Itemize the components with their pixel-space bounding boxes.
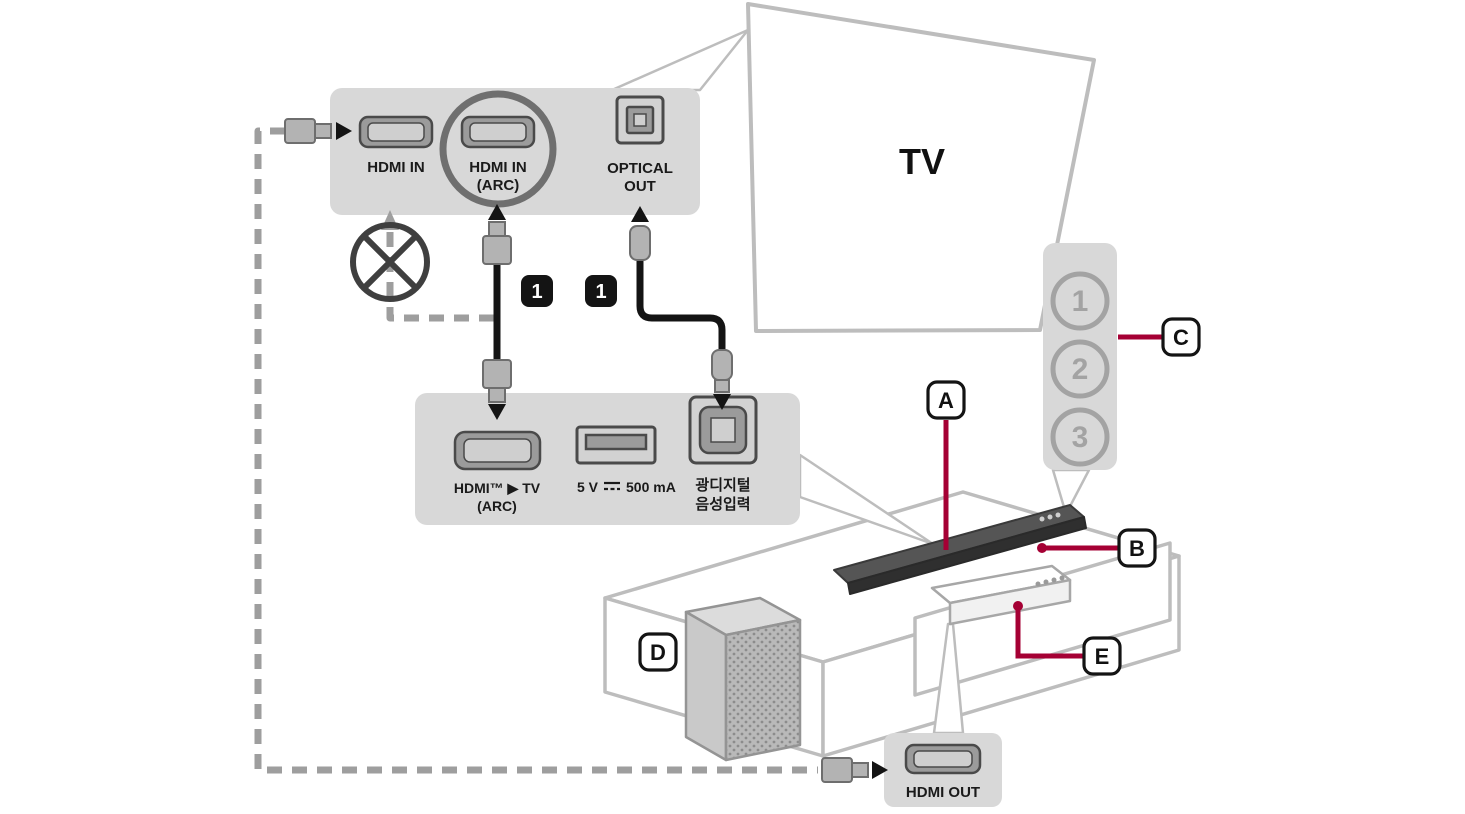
soundbar	[833, 504, 1087, 595]
wrong-branch-path	[386, 228, 494, 322]
step-1-label: 1	[531, 281, 542, 303]
arrow-down-icon	[488, 404, 506, 420]
hdmi-out-panel: HDMI OUT	[884, 733, 1002, 807]
step-1-badge	[585, 275, 617, 307]
soundbar-control	[1039, 516, 1045, 522]
hdmi-out-port-inner	[913, 750, 973, 768]
input-port-2-label: 2	[1072, 353, 1089, 386]
hdmi-in-arc-label-2: (ARC)	[477, 177, 520, 194]
subwoofer-grille	[724, 618, 802, 762]
wrong-connection-dashed	[350, 210, 494, 322]
hdmi-arc-cable: 1	[482, 204, 553, 420]
hdmi-in-arc-label-1: HDMI IN	[469, 159, 527, 176]
arc-highlight-circle	[439, 90, 557, 208]
step-1-label: 1	[595, 281, 606, 303]
soundbar-hdmi-label-1: HDMI™ ▶ TV	[454, 480, 541, 496]
callout-a-label: A	[938, 388, 954, 413]
tv-inputs-panel-bg	[1043, 243, 1117, 470]
optical-cable: 1	[585, 206, 733, 410]
arrow-down-icon	[713, 394, 731, 410]
callout-a	[926, 380, 966, 420]
prohibition-icon	[350, 222, 430, 302]
optical-in-port-inner	[710, 417, 736, 443]
optical-plug-icon	[711, 349, 733, 410]
dashed-cable-path	[254, 127, 818, 774]
media-player-button	[1035, 581, 1041, 587]
soundbar-hdmi-label-2: (ARC)	[477, 498, 517, 514]
arrow-up-icon	[488, 204, 506, 220]
subwoofer	[684, 596, 802, 762]
optical-cable-path	[636, 260, 726, 352]
hdmi-plug-icon	[482, 359, 512, 420]
soundbar-front	[847, 516, 1087, 595]
tv-screen	[746, 2, 1096, 333]
callout-b	[1117, 528, 1157, 568]
hdmi-out-cable-dashed	[254, 118, 888, 783]
media-player-button	[1043, 579, 1049, 585]
callout-e-label: E	[1095, 644, 1110, 669]
hdmi-in-label: HDMI IN	[367, 159, 425, 176]
step-1-badge	[521, 275, 553, 307]
optical-out-port-inner	[633, 113, 647, 127]
callout-c	[1161, 317, 1201, 357]
stand-shelf-niche	[913, 541, 1172, 697]
soundbar-ports-panel: HDMI™ ▶ TV (ARC) 5 V 500 mA 광디지털 음성입력	[415, 393, 800, 525]
usb-power-label-right: 500 mA	[626, 479, 676, 495]
tv-outline: TV	[746, 2, 1096, 333]
hdmi-in-port-inner	[367, 122, 425, 142]
callout-lines	[943, 334, 1162, 659]
tv-inputs-panel: 1 2 3	[1043, 243, 1117, 470]
dc-symbol-icon	[604, 481, 620, 491]
media-player-button	[1059, 575, 1065, 581]
input-port-2-icon	[1050, 339, 1110, 399]
arrow-right-icon	[336, 122, 352, 140]
media-player	[930, 564, 1072, 626]
input-port-1-icon	[1050, 271, 1110, 331]
hdmi-in-arc-port-inner	[469, 122, 527, 142]
optical-out-label-2: OUT	[624, 178, 656, 195]
input-port-3-icon	[1050, 407, 1110, 467]
soundbar-hdmi-port-inner	[463, 438, 532, 463]
hdmi-out-label: HDMI OUT	[906, 784, 980, 801]
callout-badges: A B C D E	[638, 317, 1201, 676]
usb-port-inner	[584, 433, 648, 451]
tv-label: TV	[899, 141, 945, 182]
arrow-right-icon	[872, 761, 888, 779]
tv-panel-pointer	[610, 28, 750, 92]
callout-c-label: C	[1173, 325, 1189, 350]
optical-plug-icon	[629, 206, 651, 261]
soundbar-control	[1047, 514, 1053, 520]
input-port-1-label: 1	[1072, 285, 1089, 318]
tv-ports-panel: HDMI IN HDMI IN (ARC) OPTICAL OUT	[330, 88, 700, 215]
optical-in-label-1: 광디지털	[695, 476, 750, 494]
hdmi-plug-icon	[821, 757, 888, 783]
arrow-up-icon	[631, 206, 649, 222]
subwoofer-left	[684, 610, 728, 762]
callout-e-line	[1015, 606, 1083, 659]
callout-e	[1082, 636, 1122, 676]
callout-d-label: D	[650, 640, 666, 665]
soundbar-control	[1055, 512, 1061, 518]
media-player-button	[1051, 577, 1057, 583]
callout-b-label: B	[1129, 536, 1145, 561]
media-player-front	[948, 578, 1072, 626]
hdmi-plug-icon	[482, 204, 512, 265]
optical-in-label-2: 음성입력	[695, 495, 750, 513]
callout-d	[638, 632, 678, 672]
usb-power-label-left: 5 V	[577, 479, 599, 495]
input-port-3-label: 3	[1072, 421, 1089, 454]
optical-out-label-1: OPTICAL	[607, 160, 673, 177]
hdmi-plug-icon	[284, 118, 352, 144]
